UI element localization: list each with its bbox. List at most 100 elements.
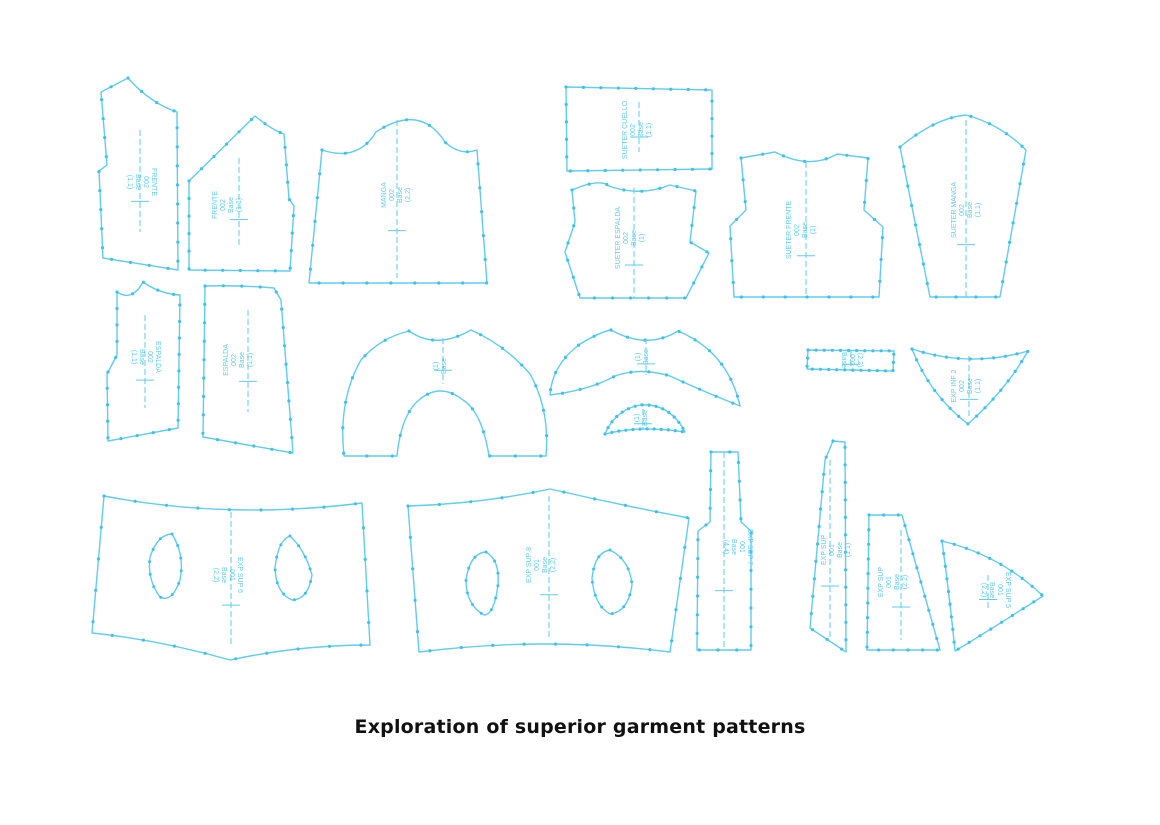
pattern-point: [296, 647, 300, 651]
pattern-point: [152, 585, 156, 589]
pattern-point: [311, 243, 315, 247]
pattern-point: [633, 404, 637, 408]
pattern-point: [708, 506, 712, 510]
pattern-point: [716, 648, 720, 652]
pattern-point: [920, 368, 924, 372]
pattern-point: [100, 98, 104, 102]
pattern-point: [176, 202, 180, 206]
pattern-point: [342, 451, 346, 455]
pattern-point: [708, 487, 713, 492]
pattern-point: [554, 642, 558, 646]
pattern-point: [891, 360, 896, 364]
pattern-point: [128, 260, 132, 264]
pattern-point: [99, 208, 103, 212]
pattern-point: [494, 596, 498, 600]
pattern-point: [176, 259, 180, 263]
pattern-point: [943, 564, 947, 568]
piece-label-line: Base: [642, 410, 649, 426]
pattern-point: [615, 414, 619, 419]
pattern-point: [956, 356, 960, 360]
pattern-point: [151, 431, 155, 435]
pattern-point: [695, 594, 700, 598]
pattern-point: [675, 185, 679, 189]
piece-label-line: (2,2): [902, 575, 909, 589]
pattern-point: [119, 437, 123, 441]
pattern-point: [327, 644, 332, 648]
pattern-point: [175, 126, 179, 130]
pattern-point: [749, 587, 753, 591]
piece-label: EXP SUP001Base(1,1): [821, 535, 852, 566]
pattern-point: [761, 295, 765, 299]
pattern-point: [749, 643, 753, 648]
pattern-point: [115, 339, 119, 343]
pattern-point: [822, 348, 826, 352]
pattern-point: [749, 531, 753, 535]
pattern-point: [670, 639, 674, 643]
pattern-point: [911, 552, 915, 556]
piece-label-line: Base: [631, 230, 638, 246]
pattern-point: [500, 496, 504, 500]
pattern-point: [898, 145, 902, 149]
piece-label: EXP SUP 7001Base(4,4): [722, 529, 753, 565]
pattern-point: [105, 386, 109, 390]
pattern-point: [610, 296, 615, 300]
pattern-point: [844, 638, 848, 642]
pattern-point: [989, 627, 993, 631]
pattern-point: [863, 349, 867, 353]
piece-label-line: (2,2): [856, 353, 863, 367]
pattern-point: [481, 234, 485, 238]
pattern-point: [179, 556, 183, 560]
pattern-point: [931, 622, 935, 627]
pattern-point: [914, 133, 918, 137]
pattern-point: [867, 513, 871, 517]
pattern-point: [647, 370, 651, 374]
pattern-point: [696, 538, 700, 542]
pattern-point: [705, 250, 709, 254]
pattern-point: [176, 402, 180, 406]
piece-outline: [565, 86, 713, 172]
pattern-point: [966, 422, 970, 426]
pattern-piece-manga: MANGA002Base(2,2): [308, 118, 489, 285]
piece-label-line: ESPALDA: [223, 344, 230, 376]
piece-label-line: 002: [959, 380, 966, 392]
pattern-point: [917, 242, 922, 247]
pattern-point: [843, 533, 848, 537]
pattern-point: [954, 295, 958, 299]
pattern-point: [275, 555, 279, 559]
piece-label: (1)Base: [634, 410, 649, 426]
piece-label-line: 001: [996, 584, 1003, 596]
pattern-point: [843, 498, 847, 502]
pattern-point: [562, 490, 566, 494]
pattern-point: [586, 169, 590, 173]
pattern-piece-frente-2: FRENTE002Base(1,1): [187, 115, 295, 273]
pattern-point: [413, 598, 417, 602]
pattern-point: [677, 420, 681, 424]
piece-label-line: 002: [848, 354, 855, 366]
pattern-point: [992, 356, 996, 360]
pattern-point: [704, 523, 708, 527]
pattern-point: [158, 537, 162, 541]
piece-label-line: FRENTE: [150, 168, 157, 196]
pattern-point: [686, 87, 690, 92]
pattern-point: [739, 295, 744, 299]
pattern-point: [927, 608, 931, 612]
pattern-point: [812, 577, 817, 581]
pattern-piece-frente-1: FRENTE002Base(1,1): [97, 76, 180, 271]
pattern-point: [695, 613, 699, 617]
pattern-point: [500, 346, 504, 350]
pattern-point: [265, 651, 269, 655]
pattern-point: [923, 594, 927, 598]
pattern-point: [554, 370, 558, 375]
pattern-point: [178, 303, 182, 307]
pattern-point: [597, 555, 601, 559]
pattern-point: [170, 593, 174, 596]
pattern-point: [626, 567, 630, 571]
pattern-point: [945, 577, 949, 581]
piece-label-line: (2,2): [405, 188, 412, 202]
pattern-point: [110, 633, 114, 638]
pattern-point: [1020, 359, 1024, 364]
pattern-point: [640, 189, 644, 193]
pattern-point: [610, 430, 614, 434]
pattern-point: [175, 145, 179, 149]
pattern-point: [1032, 600, 1036, 604]
